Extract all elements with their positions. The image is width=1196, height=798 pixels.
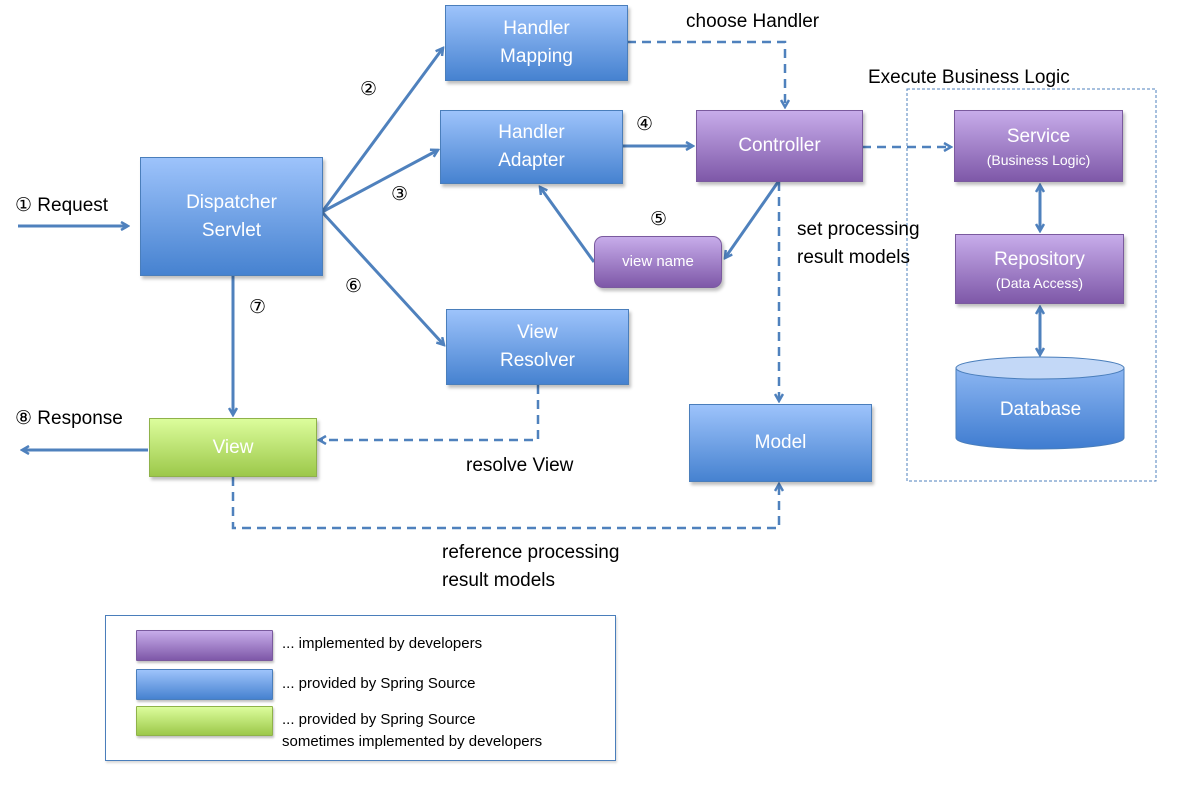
step-7-label: ⑦ xyxy=(249,297,267,318)
service-node: Service (Business Logic) xyxy=(954,110,1123,182)
database-label: Database xyxy=(999,399,1082,420)
step-2-label: ② xyxy=(360,79,378,100)
arrow-to-view-resolver xyxy=(320,210,444,345)
step-3-label: ③ xyxy=(391,184,409,205)
step-6-label: ⑥ xyxy=(345,276,363,297)
step-5-label: ⑤ xyxy=(650,209,668,230)
execute-business-logic-label: Execute Business Logic xyxy=(868,67,1070,88)
response-label: ⑧ Response xyxy=(15,408,123,429)
choose-handler-label: choose Handler xyxy=(686,11,820,32)
legend-text-spring: ... provided by Spring Source xyxy=(282,675,476,692)
database-node: Database xyxy=(955,356,1126,450)
legend-text-developer: ... implemented by developers xyxy=(282,635,483,652)
database-cylinder-icon xyxy=(955,356,1125,450)
legend-swatch-spring-sometimes xyxy=(136,706,273,736)
controller-node: Controller xyxy=(696,110,863,182)
repository-subtitle: (Data Access) xyxy=(995,275,1084,291)
handler-adapter-node: Handler Adapter xyxy=(440,110,623,184)
reference-models-arrow xyxy=(231,477,779,530)
resolve-view-arrow xyxy=(319,385,540,440)
repository-node: Repository (Data Access) xyxy=(955,234,1124,304)
arrow-to-handler-adapter xyxy=(321,150,438,214)
view-name-node: view name xyxy=(594,236,722,288)
repository-title: Repository xyxy=(994,249,1085,270)
reference-models-label: reference processing result models xyxy=(442,542,620,591)
legend-text-spring-sometimes: ... provided by Spring Source sometimes … xyxy=(282,711,543,750)
dispatcher-servlet-node: Dispatcher Servlet xyxy=(140,157,323,276)
view-resolver-node: View Resolver xyxy=(446,309,629,385)
arrow-to-handler-mapping xyxy=(320,48,443,213)
request-label: ① Request xyxy=(15,195,109,216)
handler-mapping-node: Handler Mapping xyxy=(445,5,628,81)
business-logic-boundary xyxy=(906,88,1157,482)
service-subtitle: (Business Logic) xyxy=(986,152,1091,168)
view-node: View xyxy=(149,418,317,477)
choose-handler-arrow xyxy=(627,40,785,107)
model-node: Model xyxy=(689,404,872,482)
arrow-to-view-name xyxy=(725,181,780,258)
legend-swatch-spring xyxy=(136,669,273,700)
legend: ... implemented by developers ... provid… xyxy=(105,615,616,761)
arrow-view-name-to-adapter xyxy=(540,187,596,263)
resolve-view-label: resolve View xyxy=(466,455,574,476)
set-models-label: set processing result models xyxy=(797,219,920,268)
step-4-label: ④ xyxy=(636,114,654,135)
service-title: Service xyxy=(1006,126,1071,147)
legend-swatch-developer xyxy=(136,630,273,661)
